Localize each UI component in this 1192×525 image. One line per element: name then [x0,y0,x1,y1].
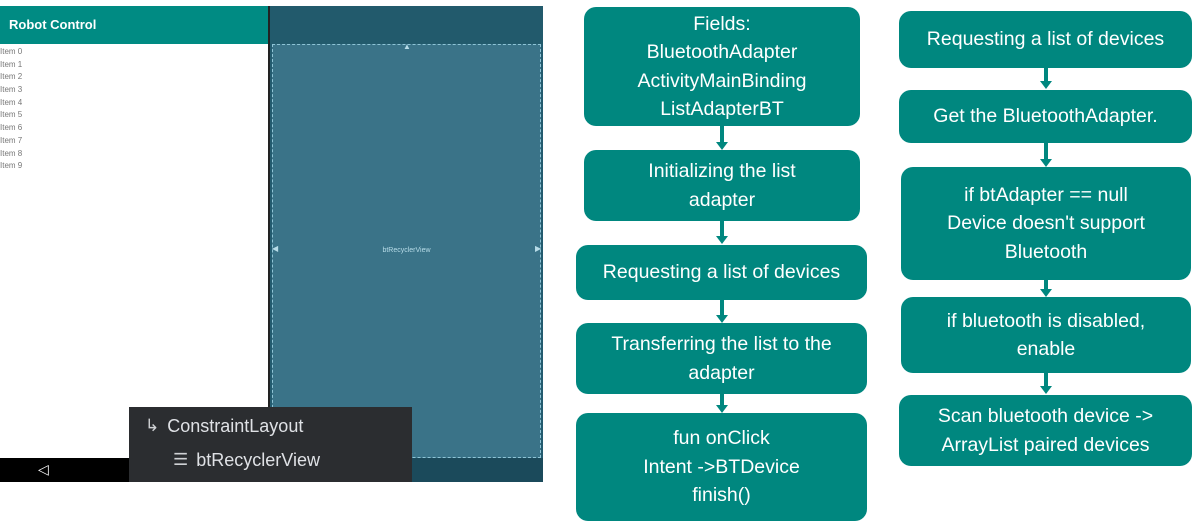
flow-node-text: Fields: BluetoothAdapter ActivityMainBin… [637,12,807,121]
flow-node-enable-bluetooth: if bluetooth is disabled, enable [901,297,1191,373]
list-item[interactable]: Item 7 [0,135,23,145]
blueprint-preview: ▲ ◀ ▶ btRecyclerView [270,6,543,482]
list-item[interactable]: Item 9 [0,161,23,171]
tree-item-label: ConstraintLayout [167,416,304,436]
list-item[interactable]: Item 1 [0,59,23,69]
flow-arrow [1040,373,1052,394]
flow-node-fields: Fields: BluetoothAdapter ActivityMainBin… [584,7,860,126]
constraint-left-icon[interactable]: ◀ [272,244,279,253]
flow-node-text: Requesting a list of devices [926,28,1165,51]
preview-divider [268,6,270,482]
flow-node-text: Get the BluetoothAdapter. [933,105,1158,128]
tree-item-label: btRecyclerView [196,450,320,470]
back-icon[interactable]: ◁ [38,461,49,477]
constraint-top-icon[interactable]: ▲ [403,42,411,51]
flow-node-scan-devices: Scan bluetooth device -> ArrayList paire… [899,395,1192,466]
flow-node-request-devices: Requesting a list of devices [899,11,1192,68]
flow-node-text: Initializing the list adapter [648,160,796,211]
flow-node-text: Requesting a list of devices [602,261,841,284]
flow-arrow [716,126,728,150]
flow-node-onclick: fun onClick Intent ->BTDevice finish() [576,413,867,521]
constraint-layout-icon: ↳ [145,416,160,435]
flow-arrow [716,394,728,413]
flow-arrow [716,221,728,244]
flow-node-text: if bluetooth is disabled, enable [946,309,1146,361]
tree-item-constraintlayout[interactable]: ↳ ConstraintLayout [145,415,303,437]
flow-arrow [1040,143,1052,167]
flow-arrow [1040,68,1052,89]
flow-node-transfer-list: Transferring the list to the adapter [576,323,867,394]
flow-node-get-adapter: Get the BluetoothAdapter. [899,90,1192,143]
list-icon: ☰ [173,450,189,469]
recycler-view-label: btRecyclerView [382,247,431,254]
flow-node-text: Transferring the list to the adapter [611,333,832,384]
list-item[interactable]: Item 5 [0,110,23,120]
device-list: Item 0 Item 1 Item 2 Item 3 Item 4 Item … [0,46,268,173]
flow-node-request-list: Requesting a list of devices [576,245,867,300]
list-item[interactable]: Item 4 [0,97,23,107]
flow-node-null-check: if btAdapter == null Device doesn't supp… [901,167,1191,280]
app-title: Robot Control [0,6,270,44]
flow-arrow [716,300,728,323]
blueprint-toolbar-area [270,6,543,44]
flow-node-init-adapter: Initializing the list adapter [584,150,860,221]
flow-arrow [1040,280,1052,297]
list-item[interactable]: Item 6 [0,123,23,133]
constraint-right-icon[interactable]: ▶ [535,244,542,253]
tree-item-btrecyclerview[interactable]: ☰ btRecyclerView [173,449,320,471]
flow-node-text: Scan bluetooth device -> ArrayList paire… [937,405,1154,456]
list-item[interactable]: Item 3 [0,85,23,95]
list-item[interactable]: Item 2 [0,72,23,82]
list-item[interactable]: Item 0 [0,47,23,56]
flow-node-text: if btAdapter == null Device doesn't supp… [947,183,1145,263]
recycler-view-outline[interactable]: ▲ ◀ ▶ btRecyclerView [272,42,542,458]
list-item[interactable]: Item 8 [0,148,23,158]
flow-node-text: fun onClick Intent ->BTDevice finish() [643,427,800,507]
component-tree: ↳ ConstraintLayout ☰ btRecyclerView [129,407,412,482]
